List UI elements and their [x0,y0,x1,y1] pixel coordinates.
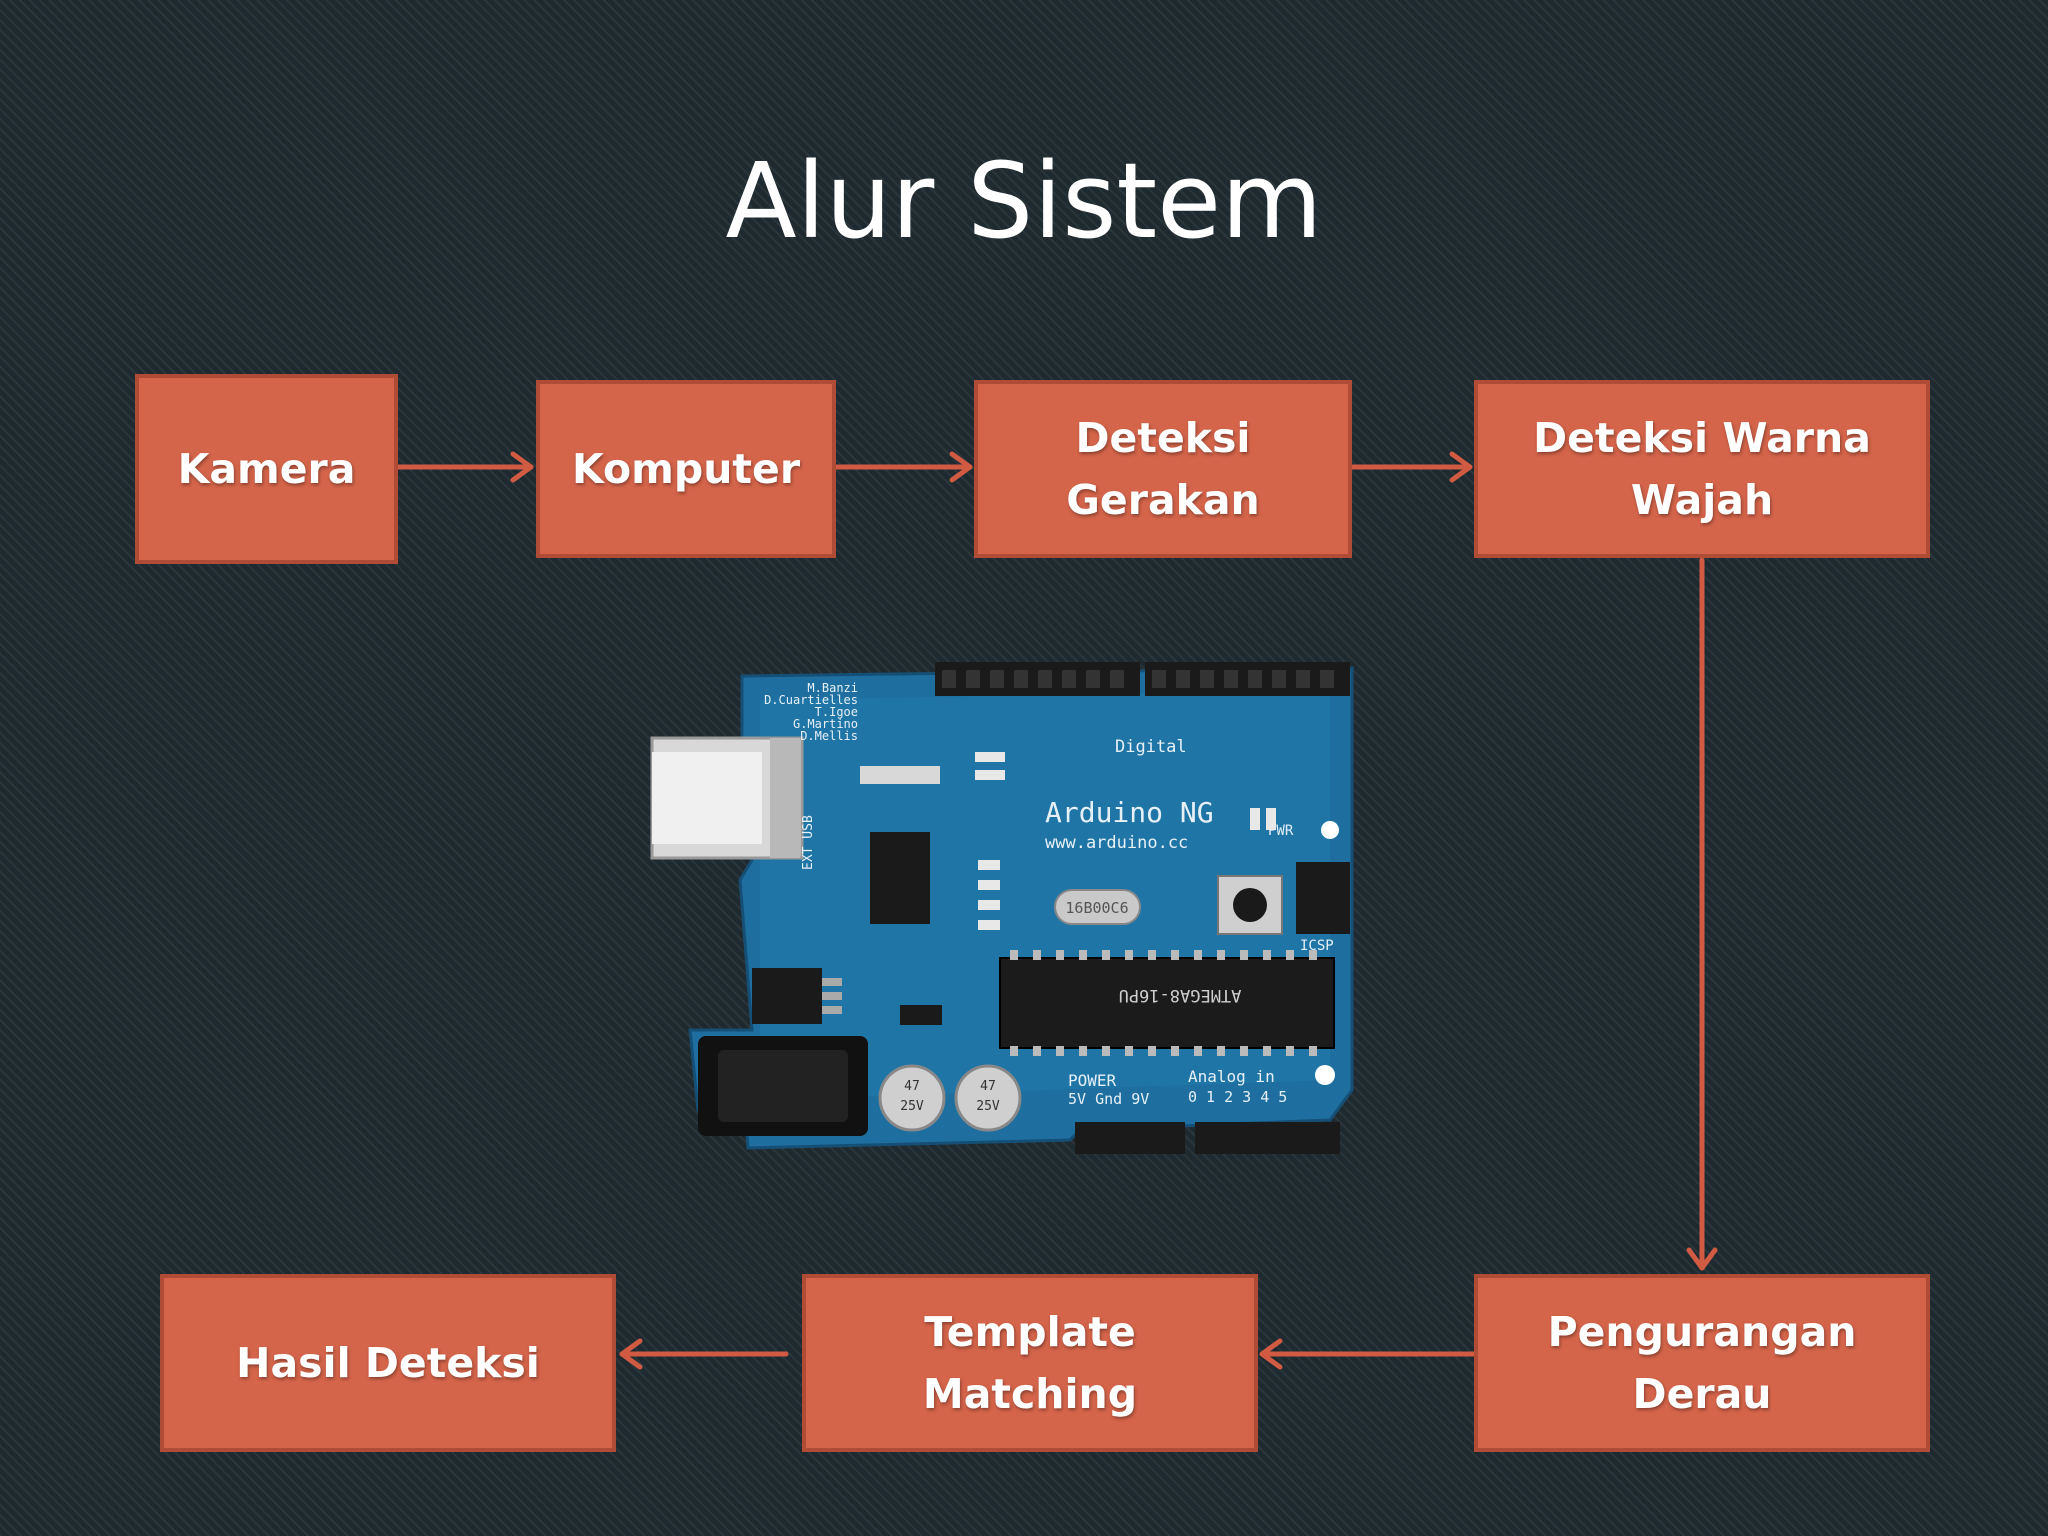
arduino-board-image: 47 25V 47 25V ATMEGA8-16PU 16B00C6 Ardui… [650,662,1354,1154]
power-header [1075,1122,1185,1154]
node-kamera-label: Kamera [177,445,356,493]
capacitor-1-text: 47 [904,1079,920,1094]
ext-usb-label: EXT USB [801,815,816,870]
svg-text:25V: 25V [976,1099,1000,1114]
arrow-deteksi-gerakan-warna-wajah [1349,451,1473,483]
node-template-matching: Template Matching [802,1274,1258,1452]
node-pengurangan-derau: Pengurangan Derau [1474,1274,1930,1452]
svg-text:T.Igoe: T.Igoe [815,705,858,719]
analog-header [1195,1122,1340,1154]
node-komputer-label: Komputer [571,445,801,493]
node-deteksi-gerakan: Deteksi Gerakan [974,380,1352,558]
page-title: Alur Sistem [725,140,1323,262]
power-pins: 5V Gnd 9V [1068,1090,1149,1108]
digital-header-right [1145,662,1350,696]
svg-text:D.Cuartielles: D.Cuartielles [764,693,858,707]
credits-line-1: M.Banzi [807,681,858,695]
digital-header-left [935,662,1140,696]
capacitor-2-text: 47 [980,1079,996,1094]
power-label: POWER [1068,1071,1117,1090]
icsp-label: ICSP [1300,938,1334,954]
chip-label: ATMEGA8-16PU [1119,985,1242,1005]
atmega-chip [999,957,1335,1049]
svg-text:G.Martino: G.Martino [793,717,858,731]
capacitor-2 [954,1064,1022,1132]
analog-pins: 0 1 2 3 4 5 [1188,1088,1287,1106]
node-hasil-deteksi: Hasil Deteksi [160,1274,616,1452]
analog-label: Analog in [1188,1067,1275,1086]
board-url: www.arduino.cc [1045,833,1188,853]
arrow-pengurangan-derau-template-matching [1259,1338,1477,1370]
digital-label: Digital [1115,737,1187,757]
node-pengurangan-derau-label: Pengurangan Derau [1547,1308,1857,1418]
board-brand: Arduino NG [1045,796,1214,829]
node-hasil-deteksi-label: Hasil Deteksi [236,1339,540,1387]
usb-chip [870,832,930,924]
crystal [1054,889,1141,925]
arrow-warna-wajah-pengurangan-derau [1686,557,1718,1271]
node-deteksi-gerakan-label: Deteksi Gerakan [1066,414,1260,524]
node-template-matching-label: Template Matching [922,1308,1138,1418]
crystal-label: 16B00C6 [1065,899,1128,917]
node-komputer: Komputer [536,380,836,558]
node-deteksi-warna-wajah: Deteksi Warna Wajah [1474,380,1930,558]
arrow-kamera-komputer [395,451,534,483]
svg-text:25V: 25V [900,1099,924,1114]
capacitor-1 [878,1064,946,1132]
arrow-template-matching-hasil-deteksi [619,1338,789,1370]
svg-text:D.Mellis: D.Mellis [800,729,858,743]
icsp-header [1296,862,1350,934]
arrow-komputer-deteksi-gerakan [833,451,973,483]
node-deteksi-warna-wajah-label: Deteksi Warna Wajah [1533,414,1871,524]
node-kamera: Kamera [135,374,398,564]
voltage-regulator [752,968,822,1024]
